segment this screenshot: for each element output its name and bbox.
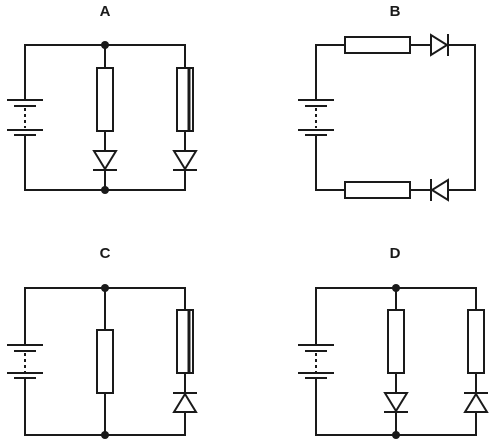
circuit-b-diode-bottom <box>430 178 449 202</box>
circuit-d-battery <box>298 344 334 379</box>
circuit-c: C <box>7 245 198 439</box>
circuit-b: B <box>298 3 476 202</box>
circuit-a-diode-1 <box>92 150 118 171</box>
circuit-a-label: A <box>100 3 111 20</box>
circuit-a-resistor-1 <box>96 67 114 132</box>
circuit-b-battery <box>298 99 334 136</box>
circuit-a-battery <box>7 99 43 136</box>
circuit-b-wires <box>315 44 476 191</box>
circuit-a: A <box>7 3 198 194</box>
circuit-c-resistor-2 <box>176 309 194 374</box>
circuit-a-junction-bottom <box>101 186 109 194</box>
circuit-d-junction-bottom <box>392 431 400 439</box>
circuit-b-label: B <box>390 3 401 20</box>
circuit-c-junction-bottom <box>101 431 109 439</box>
circuit-d: D <box>298 245 489 439</box>
circuit-c-diode <box>172 392 198 413</box>
circuit-a-junction-top <box>101 41 109 49</box>
circuit-c-battery <box>7 344 43 379</box>
circuit-d-label: D <box>390 245 401 262</box>
circuit-c-junction-top <box>101 284 109 292</box>
circuit-b-diode-top <box>430 33 449 57</box>
circuit-d-resistor-1 <box>387 309 405 374</box>
circuit-c-label: C <box>100 245 111 262</box>
circuit-d-resistor-2 <box>467 309 485 374</box>
circuit-a-diode-2 <box>172 150 198 171</box>
circuit-a-resistor-2 <box>176 67 194 132</box>
circuit-c-resistor-1 <box>96 329 114 394</box>
circuit-b-resistor-bottom <box>344 181 411 199</box>
circuit-d-junction-top <box>392 284 400 292</box>
circuit-b-resistor-top <box>344 36 411 54</box>
circuit-d-diode-2 <box>463 392 489 413</box>
circuit-d-diode-1 <box>383 392 409 413</box>
